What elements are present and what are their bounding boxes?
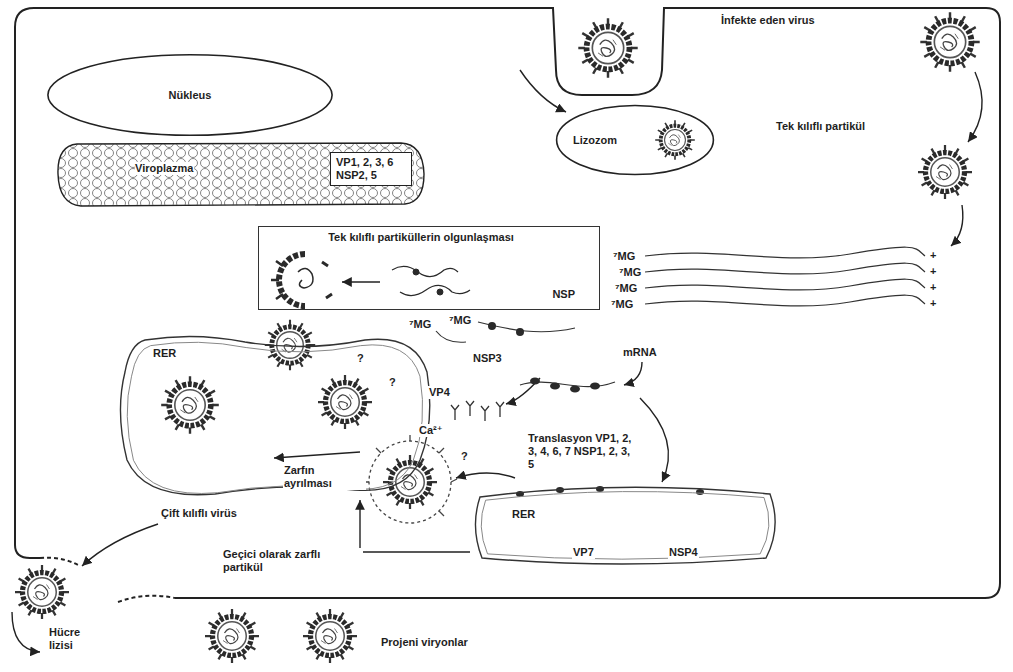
particle-label: Çift kılıflı virüs — [160, 507, 238, 520]
viroplasm-label: Viroplazma — [135, 162, 194, 175]
mrna-label: mRNA — [622, 346, 658, 359]
er-outline — [481, 492, 769, 560]
step-label: Hücre lizisi — [48, 626, 108, 652]
particle-label: Geçici olarak zarflı partikül — [222, 548, 363, 574]
question-mark: ? — [460, 450, 469, 463]
protein-label: NSP4 — [668, 546, 699, 559]
maturation-title: Tek kılıflı partiküllerin olgunlaşması — [328, 231, 514, 244]
question-mark: ? — [388, 376, 397, 389]
maturing-particle — [271, 254, 470, 306]
cap-label: ⁷MG — [618, 266, 642, 279]
translation-note: Translasyon VP1, 2, 3, 4, 6, 7 NSP1, 2, … — [527, 432, 640, 471]
rer-label: RER — [153, 347, 176, 360]
virus-label: İnfekte eden virus — [720, 14, 816, 27]
ellipse-outline — [48, 55, 332, 136]
protein-box: VP1, 2, 3, 6 NSP2, 5 — [330, 152, 412, 186]
transient-envelope — [363, 435, 457, 523]
polarity-sign: + — [929, 297, 937, 310]
er-outline — [120, 336, 429, 494]
particle-label: Tek kılıflı partikül — [775, 120, 866, 133]
polarity-sign: + — [929, 249, 937, 262]
polarity-sign: + — [929, 265, 937, 278]
virus-particles — [15, 12, 980, 663]
protein-label: VP4 — [428, 386, 451, 399]
viroplasm-outline — [58, 143, 424, 206]
flow-connector — [360, 500, 470, 552]
cap-label: ⁷MG — [610, 298, 634, 311]
lysosome-ellipse: Lizozom — [555, 104, 715, 176]
protein-label: NSP — [552, 288, 575, 301]
ion-label: Ca²⁺ — [418, 424, 444, 437]
maturation-box: Tek kılıflı partiküllerin olgunlaşmasıNS… — [258, 226, 600, 310]
cap-label: ⁷MG — [448, 314, 472, 327]
step-label: Zarfın ayrılması — [283, 464, 366, 490]
cap-label: ⁷MG — [614, 282, 638, 295]
er-outline — [475, 487, 775, 564]
cap-label: ⁷MG — [408, 318, 432, 331]
process-arrows — [12, 70, 982, 652]
rer-label: RER — [512, 508, 535, 521]
rer-region: RER — [115, 332, 435, 500]
nucleus-ellipse: Nükleus — [45, 53, 335, 137]
question-mark: ? — [356, 352, 365, 365]
protein-label: NSP3 — [472, 352, 503, 365]
er-outline — [470, 482, 780, 567]
mrna-strands — [436, 247, 925, 386]
lysosome-label: Lizozom — [573, 134, 617, 147]
protein-label: VP7 — [572, 546, 595, 559]
rer-region: RER — [470, 482, 780, 567]
er-outline — [127, 342, 422, 493]
cell-membrane — [15, 8, 1000, 602]
ellipse-outline — [557, 105, 714, 174]
protein-dots — [488, 322, 704, 497]
vp4-spikes — [451, 401, 504, 421]
polarity-sign: + — [929, 281, 937, 294]
viroplasm-region: Viroplazma VP1, 2, 3, 6 NSP2, 5 — [55, 138, 427, 210]
nucleus-label: Nükleus — [169, 89, 212, 102]
cap-label: ⁷MG — [612, 250, 636, 263]
protein-list: VP1, 2, 3, 6 NSP2, 5 — [336, 156, 406, 182]
progeny-label: Projeni viryonlar — [380, 636, 469, 649]
